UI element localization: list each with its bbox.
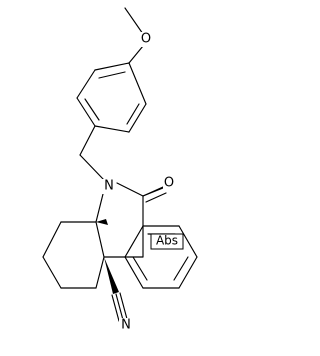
carbonyl-double-bond-a <box>142 186 164 197</box>
benzyl-bond-1 <box>79 125 96 156</box>
methoxyphenyl-ring <box>76 45 147 133</box>
stereo-wedge-bottom <box>104 257 119 294</box>
carbonyl-oxygen-label: O <box>164 176 174 191</box>
amide-nitrogen-label: N <box>104 179 114 194</box>
benzyl-bond-2 <box>79 154 105 181</box>
nitrile-nitrogen-label: N <box>121 318 131 333</box>
molecule-diagram: O N O N Abs <box>42 7 198 333</box>
abs-flag-label: Abs <box>156 234 178 248</box>
methoxy-oxygen-label: O <box>141 32 151 47</box>
nitrile-triple-bond <box>111 292 128 322</box>
cyclohexane-ring <box>42 221 105 289</box>
stereo-wedge-top <box>96 219 108 225</box>
carbonyl-double-bond-b <box>145 192 167 203</box>
methyl-o-bond <box>124 7 144 35</box>
abs-flag-box <box>150 233 184 250</box>
